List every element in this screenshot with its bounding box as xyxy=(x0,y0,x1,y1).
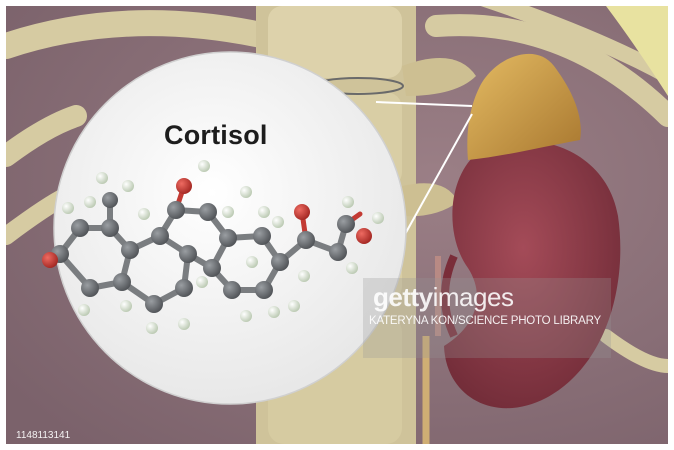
watermark-band xyxy=(363,278,611,358)
kidney xyxy=(422,140,621,444)
getty-logo: gettyimages xyxy=(373,282,514,313)
cortisol-molecule-model xyxy=(42,160,384,334)
magnifier-lens xyxy=(53,51,407,405)
photo-credit: KATERYNA KON/SCIENCE PHOTO LIBRARY xyxy=(369,315,601,327)
anatomy-illustration xyxy=(6,6,668,444)
getty-watermark: gettyimages KATERYNA KON/SCIENCE PHOTO L… xyxy=(363,278,611,358)
logo-bold-text: getty xyxy=(373,282,433,312)
molecule-label: Cortisol xyxy=(164,120,268,150)
callout-lines xyxy=(375,101,473,255)
image-id: 1148113141 xyxy=(16,430,71,441)
rib-bones xyxy=(6,6,668,373)
logo-light-text: images xyxy=(432,282,514,312)
right-edge-bone xyxy=(606,6,668,96)
adrenal-gland xyxy=(467,53,581,160)
illustration-frame: Cortisol gettyimages KATERYNA KON/SCIENC… xyxy=(6,6,668,444)
